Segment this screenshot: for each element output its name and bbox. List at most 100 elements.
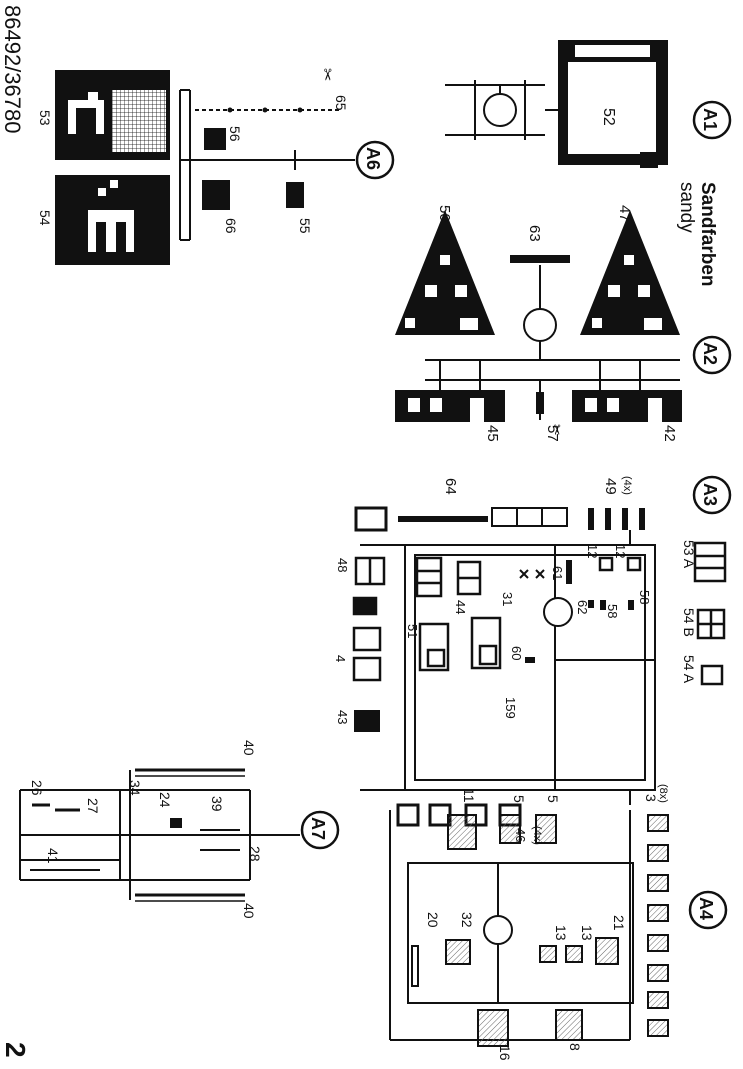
part-49-label: 49 xyxy=(602,478,619,495)
part-48-label: 48 xyxy=(335,558,350,572)
part-47-label: 47 xyxy=(616,205,633,222)
part-49-posts xyxy=(588,508,645,530)
part-58b-tab xyxy=(600,600,606,610)
sprue-a2-color-en: sandy xyxy=(676,182,697,233)
part-51-doors xyxy=(418,616,502,672)
part-49-qty: (4x) xyxy=(621,476,633,495)
part-8-tile xyxy=(555,1009,583,1041)
part-4-label: 4 xyxy=(333,655,348,662)
part-45-wall xyxy=(395,390,505,422)
part-5b-label: 5 xyxy=(545,795,561,803)
scissors-icon: ✂ xyxy=(549,424,565,436)
part-61-label: 61 xyxy=(550,566,565,580)
part-58b-label: 58 xyxy=(605,604,620,618)
part-24-label: 24 xyxy=(157,792,173,808)
part-13a-tile xyxy=(539,945,557,963)
part-60-label: 60 xyxy=(509,646,524,660)
sprue-a7: A7 40 40 34 27 26 24 39 xyxy=(19,740,340,919)
part-34-label: 34 xyxy=(127,780,143,796)
part-64-label: 64 xyxy=(442,478,459,495)
sprue-a2-color-de: Sandfarben xyxy=(697,182,718,287)
part-20-label: 20 xyxy=(425,912,441,928)
part-54a-window xyxy=(700,664,724,686)
part-27-label: 27 xyxy=(85,798,101,814)
part-60-tab xyxy=(525,657,535,663)
part-16-tile xyxy=(477,1009,509,1047)
part-26-label: 26 xyxy=(29,780,45,796)
sprue-a1-badge: A1 xyxy=(692,100,732,140)
part-52-label: 52 xyxy=(600,108,617,126)
part-66-label: 66 xyxy=(223,218,239,234)
part-48-frames xyxy=(352,556,386,682)
part-55-block xyxy=(286,182,304,208)
part-66-block xyxy=(202,180,230,210)
part-43-block xyxy=(354,710,380,732)
part-32-label: 32 xyxy=(459,912,475,928)
part-45-label: 45 xyxy=(484,425,501,442)
sprue-a2-label: A2 xyxy=(700,342,720,365)
part-28-label: 28 xyxy=(247,846,263,862)
part-11-label: 11 xyxy=(461,788,477,803)
part-40a-rail xyxy=(135,768,245,777)
sprue-a4-frame xyxy=(389,810,634,1041)
part-44-label: 44 xyxy=(453,600,468,614)
part-13b-label: 13 xyxy=(579,925,595,941)
sprue-a6-label: A6 xyxy=(363,147,383,170)
part-12b-block xyxy=(626,556,642,572)
sprue-a1-frame xyxy=(445,80,560,140)
part-5b-tile xyxy=(535,814,557,844)
part-58a-tab xyxy=(628,600,634,610)
part-159-label: 159 xyxy=(503,697,518,719)
part-63-bar xyxy=(510,255,570,263)
sprue-a4-badge: A4 xyxy=(688,890,728,930)
part-57-label: 57 xyxy=(544,425,561,442)
part-11-tile xyxy=(447,814,477,850)
part-54b-window xyxy=(696,608,726,640)
sprue-a3-badge: A3 xyxy=(692,475,732,515)
sprue-a2-badge: A2 xyxy=(692,335,732,375)
part-12a-label: 12 xyxy=(585,544,600,558)
part-31-hinges xyxy=(519,569,545,579)
part-20-rod xyxy=(411,945,419,987)
part-52-panel xyxy=(558,40,668,168)
part-63-label: 63 xyxy=(526,225,543,242)
sprue-a6-badge: A6 xyxy=(355,140,395,180)
part-8-label: 8 xyxy=(567,1043,583,1051)
part-24-block xyxy=(170,818,182,828)
part-40a-label: 40 xyxy=(241,740,257,756)
part-42-label: 42 xyxy=(661,425,678,442)
sprue-a4: A4 3 (8x) xyxy=(389,784,728,1061)
part-32-tile xyxy=(445,939,471,965)
part-13a-label: 13 xyxy=(553,925,569,941)
hatched-parts xyxy=(445,814,619,1047)
part-64-fence xyxy=(354,506,568,532)
sprue-a7-badge: A7 xyxy=(300,810,340,850)
sprue-a3-label: A3 xyxy=(700,483,720,506)
part-62-tab xyxy=(588,600,594,608)
page-number: 2 xyxy=(0,1042,31,1058)
part-58a-label: 58 xyxy=(637,590,652,604)
part-54-label: 54 xyxy=(37,210,53,226)
part-3-label: 3 xyxy=(643,794,659,802)
part-54-wall-section xyxy=(55,175,170,265)
part-3-tiles xyxy=(647,814,669,1037)
part-16-label: 16 xyxy=(497,1045,513,1061)
part-54a-label: 54 A xyxy=(681,655,697,684)
article-number: 86492/36780 xyxy=(0,5,25,133)
part-12b-label: 12 xyxy=(613,544,628,558)
part-65-label: 65 xyxy=(333,95,349,111)
sprue-a7-frame xyxy=(19,770,300,900)
part-53a-window xyxy=(693,541,727,583)
part-56-block xyxy=(204,128,226,150)
part-53-wall-section xyxy=(55,70,170,160)
part-39-label: 39 xyxy=(209,796,225,812)
part-65-chain xyxy=(195,107,340,113)
part-50-label: 50 xyxy=(436,205,453,222)
sprue-a6-frame xyxy=(179,89,355,241)
part-57-post xyxy=(536,392,544,414)
part-28-rods xyxy=(200,829,240,851)
part-41-label: 41 xyxy=(45,848,61,864)
part-21-tile xyxy=(595,937,619,965)
